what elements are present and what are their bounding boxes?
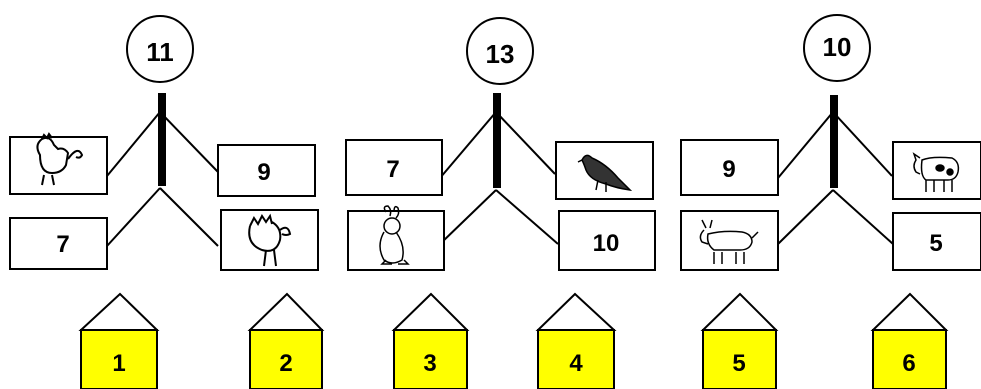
- number-box-value: 9: [722, 156, 735, 183]
- cow-icon: [912, 152, 960, 192]
- number-box-value: 5: [929, 230, 942, 257]
- number-box: [558, 210, 656, 271]
- house-6: 6: [870, 292, 949, 389]
- branch: [106, 187, 161, 247]
- house-number: 5: [732, 350, 745, 377]
- number-box: [680, 139, 779, 196]
- answer-box: [220, 209, 319, 271]
- house-number: 1: [112, 350, 125, 377]
- turkey-icon: [248, 213, 292, 267]
- house-number: 3: [423, 350, 436, 377]
- bird-icon: [577, 154, 633, 192]
- number-box-value: 7: [56, 231, 69, 258]
- number-box: [892, 212, 981, 271]
- total-circle: [466, 17, 534, 85]
- branch: [832, 111, 893, 177]
- tree-group-3: 10 9 5: [680, 14, 981, 389]
- branch: [832, 189, 894, 245]
- branch: [439, 189, 497, 245]
- branch: [495, 111, 556, 175]
- branch: [495, 189, 559, 245]
- branch: [777, 111, 834, 179]
- house-number: 4: [569, 350, 583, 377]
- house-4: 4: [535, 292, 617, 389]
- number-box-value: 9: [257, 159, 270, 186]
- number-box-value: 7: [386, 156, 399, 183]
- goat-icon: [699, 219, 759, 264]
- total-number: 13: [486, 39, 515, 69]
- branch: [106, 111, 161, 177]
- branch: [159, 111, 219, 173]
- branch: [777, 189, 834, 245]
- house-3: 3: [391, 292, 470, 389]
- rooster-icon: [36, 132, 84, 186]
- total-circle: [126, 15, 194, 83]
- number-box: [217, 144, 316, 197]
- tree-group-1: 11 9 7 1: [9, 15, 325, 389]
- house-1: 1: [78, 292, 160, 389]
- rabbit-icon: [379, 205, 410, 265]
- answer-box: [680, 210, 779, 271]
- house-number: 2: [279, 350, 292, 377]
- house-5: 5: [700, 292, 779, 389]
- number-box-value: 10: [593, 230, 620, 257]
- number-box: [345, 139, 443, 196]
- tree-group-2: 13 7 10 3: [345, 17, 656, 389]
- total-number: 11: [146, 37, 174, 67]
- answer-box: [9, 136, 108, 195]
- branch: [439, 111, 497, 179]
- house-number: 6: [902, 350, 915, 377]
- answer-box: [347, 210, 445, 271]
- total-circle: [803, 14, 871, 82]
- branch: [159, 187, 219, 247]
- total-number: 10: [823, 32, 852, 62]
- house-2: 2: [247, 292, 325, 389]
- number-box: [9, 217, 108, 270]
